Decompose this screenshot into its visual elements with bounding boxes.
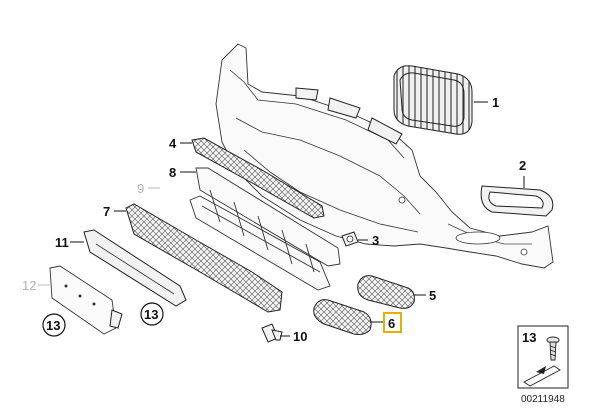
callout-8[interactable]: 8 xyxy=(169,165,176,180)
small-bracket xyxy=(261,323,283,343)
callout-10[interactable]: 10 xyxy=(293,329,307,344)
callout-4[interactable]: 4 xyxy=(169,136,177,151)
callout-13b[interactable]: 13 xyxy=(144,307,158,322)
screw-icon xyxy=(546,336,560,361)
callout-11[interactable]: 11 xyxy=(55,235,69,250)
callout-1[interactable]: 1 xyxy=(492,95,499,110)
legend-box: 13 xyxy=(517,325,569,389)
callout-3[interactable]: 3 xyxy=(372,233,379,248)
highlight-box xyxy=(383,312,402,333)
lower-mesh-grille xyxy=(125,203,283,313)
direction-arrow-icon xyxy=(523,365,561,387)
callout-7[interactable]: 7 xyxy=(103,204,110,219)
callout-13a[interactable]: 13 xyxy=(46,318,60,333)
license-plate-bracket xyxy=(83,229,187,307)
callout-5[interactable]: 5 xyxy=(429,288,436,303)
callout-13b-circle xyxy=(140,302,164,326)
clip-part xyxy=(341,231,359,247)
center-grille-frame xyxy=(189,167,341,291)
catalog-number: 00211948 xyxy=(521,394,565,405)
callout-13a-circle xyxy=(42,313,66,337)
fog-grille-cover-right xyxy=(357,275,415,309)
callout-6[interactable]: 6 xyxy=(388,316,395,331)
upper-grille-strip xyxy=(191,137,325,219)
bumper-trim-panel xyxy=(215,43,554,269)
fog-grille-cover-left xyxy=(313,299,372,335)
fog-light-trim xyxy=(480,185,554,217)
callout-12[interactable]: 12 xyxy=(22,278,36,293)
kidney-grille xyxy=(393,65,473,135)
license-plate-base xyxy=(49,265,123,335)
callout-2[interactable]: 2 xyxy=(519,158,526,173)
legend-number: 13 xyxy=(522,330,536,345)
callout-9[interactable]: 9 xyxy=(137,181,144,196)
